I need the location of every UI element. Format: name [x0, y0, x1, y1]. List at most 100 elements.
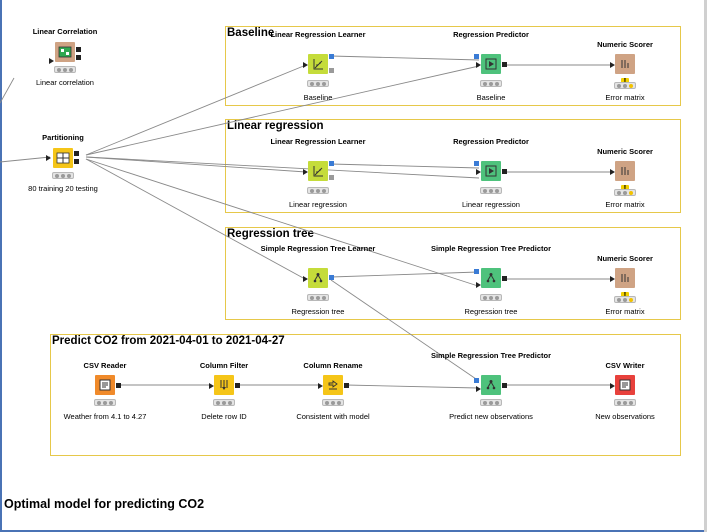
annotation-baseline[interactable] — [225, 26, 681, 106]
output-port[interactable] — [329, 68, 334, 73]
input-port[interactable] — [476, 169, 481, 175]
regression-learner-icon — [308, 54, 328, 74]
csv-reader-icon — [95, 375, 115, 395]
node-label[interactable]: Regression tree — [291, 307, 345, 316]
node-title: Partitioning — [42, 133, 84, 142]
output-port[interactable] — [235, 383, 240, 388]
connection-line — [85, 156, 307, 173]
node-label[interactable]: Linear regression — [289, 200, 347, 209]
output-port[interactable] — [74, 159, 79, 164]
input-port[interactable] — [303, 276, 308, 282]
input-port[interactable] — [476, 386, 481, 392]
node-label[interactable]: New observations — [595, 412, 655, 421]
node-title: CSV Reader — [83, 361, 127, 370]
connection-line — [0, 77, 15, 104]
node-title: Regression Predictor — [453, 30, 529, 39]
node-title: Numeric Scorer — [597, 40, 653, 49]
input-port[interactable] — [610, 62, 615, 68]
annotation-regression-tree[interactable] — [225, 227, 681, 320]
annotation-linear-regression-title: Linear regression — [227, 120, 324, 132]
input-port[interactable] — [610, 276, 615, 282]
input-port[interactable] — [476, 282, 481, 288]
predictor-icon — [481, 161, 501, 181]
node-status-light — [52, 172, 74, 179]
node-status-light — [614, 82, 636, 89]
output-port[interactable] — [329, 175, 334, 180]
node-title: Simple Regression Tree Predictor — [430, 244, 552, 253]
node-label[interactable]: 80 training 20 testing — [28, 184, 98, 193]
model-input-port[interactable] — [474, 269, 479, 274]
node-status-light — [307, 294, 329, 301]
node-title: Simple Regression Tree Predictor — [430, 351, 552, 360]
output-port[interactable] — [329, 161, 334, 166]
input-port[interactable] — [318, 383, 323, 389]
csv-writer-icon — [615, 375, 635, 395]
output-port[interactable] — [76, 47, 81, 52]
node-label[interactable]: Weather from 4.1 to 4.27 — [63, 412, 147, 421]
node-title: Linear Correlation — [32, 27, 98, 36]
node-label[interactable]: Linear regression — [462, 200, 520, 209]
node-label[interactable]: Predict new observations — [449, 412, 533, 421]
node-title: Column Filter — [199, 361, 249, 370]
connection-line — [330, 163, 480, 169]
input-port[interactable] — [610, 383, 615, 389]
connection-line — [85, 156, 480, 179]
connection-line — [85, 158, 479, 287]
node-label[interactable]: Delete row ID — [201, 412, 247, 421]
output-port[interactable] — [74, 151, 79, 156]
output-port[interactable] — [502, 62, 507, 67]
node-title: Simple Regression Tree Learner — [260, 244, 376, 253]
input-port[interactable] — [49, 58, 54, 64]
node-title: Linear Regression Learner — [270, 30, 366, 39]
canvas-left-border — [0, 0, 2, 532]
model-input-port[interactable] — [474, 161, 479, 166]
annotation-linear-regression[interactable] — [225, 119, 681, 213]
model-input-port[interactable] — [474, 378, 479, 383]
predictor-icon — [481, 54, 501, 74]
annotation-predict[interactable] — [50, 334, 681, 456]
node-status-light — [322, 399, 344, 406]
input-port[interactable] — [46, 155, 51, 161]
connection-line — [0, 156, 51, 163]
connection-line — [85, 65, 480, 156]
regression-learner-icon — [308, 161, 328, 181]
input-port[interactable] — [476, 62, 481, 68]
node-label[interactable]: Error matrix — [605, 307, 645, 316]
output-port[interactable] — [344, 383, 349, 388]
canvas-scrollbar[interactable] — [704, 0, 707, 532]
input-port[interactable] — [610, 169, 615, 175]
node-status-light — [480, 399, 502, 406]
node-status-light — [480, 187, 502, 194]
output-port[interactable] — [329, 275, 334, 280]
node-label[interactable]: Consistent with model — [296, 412, 370, 421]
connection-line — [345, 384, 479, 389]
connection-line — [85, 158, 306, 280]
input-port[interactable] — [303, 169, 308, 175]
input-port[interactable] — [303, 62, 308, 68]
output-port[interactable] — [116, 383, 121, 388]
output-port[interactable] — [329, 54, 334, 59]
correlation-matrix-icon — [55, 42, 75, 62]
node-status-light — [480, 294, 502, 301]
node-status-light — [54, 66, 76, 73]
model-input-port[interactable] — [474, 54, 479, 59]
node-status-light — [614, 189, 636, 196]
scorer-icon — [615, 161, 635, 181]
input-port[interactable] — [209, 383, 214, 389]
column-filter-icon — [214, 375, 234, 395]
node-status-light — [213, 399, 235, 406]
node-label[interactable]: Linear correlation — [36, 78, 94, 87]
node-status-light — [614, 296, 636, 303]
workspace-title: Optimal model for predicting CO2 — [4, 497, 205, 511]
output-port[interactable] — [502, 169, 507, 174]
output-port[interactable] — [502, 383, 507, 388]
node-label[interactable]: Regression tree — [464, 307, 518, 316]
node-label[interactable]: Baseline — [476, 93, 506, 102]
output-port[interactable] — [502, 276, 507, 281]
node-status-light — [614, 399, 636, 406]
node-label[interactable]: Baseline — [303, 93, 333, 102]
node-label[interactable]: Error matrix — [605, 200, 645, 209]
node-label[interactable]: Error matrix — [605, 93, 645, 102]
output-port[interactable] — [76, 55, 81, 60]
predictor-icon — [481, 375, 501, 395]
